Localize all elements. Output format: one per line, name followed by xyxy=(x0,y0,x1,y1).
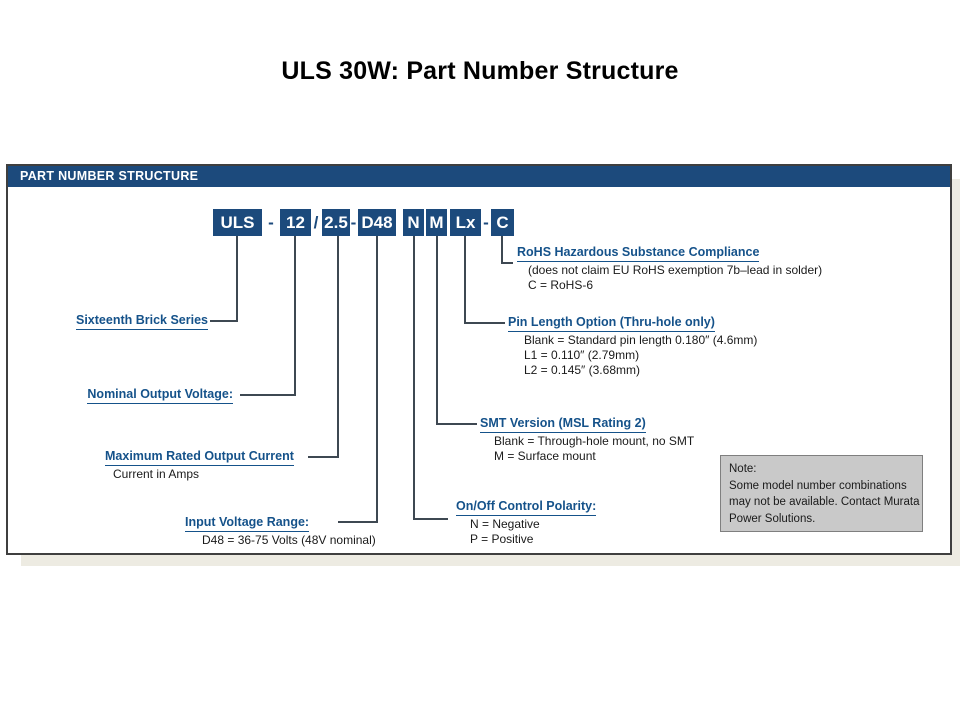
label-pin-length-option: Pin Length Option (Thru-hole only) Blank… xyxy=(508,315,757,378)
label-title: Pin Length Option (Thru-hole only) xyxy=(508,316,715,332)
connector-lines xyxy=(210,236,513,523)
part-box-input-range: D48 xyxy=(358,209,396,236)
label-smt-version: SMT Version (MSL Rating 2) Blank = Throu… xyxy=(480,416,694,464)
label-nominal-output-voltage: Nominal Output Voltage: xyxy=(87,387,233,405)
connector-series xyxy=(210,236,238,322)
connector-current xyxy=(308,236,339,458)
label-title: Maximum Rated Output Current xyxy=(105,450,294,466)
label-title: On/Off Control Polarity: xyxy=(456,500,597,516)
label-title: Nominal Output Voltage: xyxy=(87,388,233,404)
note-line: Power Solutions. xyxy=(729,512,816,525)
label-line: N = Negative xyxy=(470,517,540,531)
separator-dash-1: - xyxy=(268,213,274,232)
label-max-output-current: Maximum Rated Output Current Current in … xyxy=(105,449,294,482)
note-line: Note: xyxy=(729,463,757,475)
label-title: Sixteenth Brick Series xyxy=(75,314,208,330)
note-line: may not be available. Contact Murata xyxy=(729,496,920,508)
label-title: SMT Version (MSL Rating 2) xyxy=(480,417,646,433)
part-box-rohs: C xyxy=(491,209,514,236)
panel-header: PART NUMBER STRUCTURE xyxy=(8,166,950,187)
label-line: Blank = Standard pin length 0.180″ (4.6m… xyxy=(524,333,758,347)
note-box: Note: Some model number combinations may… xyxy=(720,455,923,532)
connector-rohs xyxy=(501,236,513,264)
label-onoff-polarity: On/Off Control Polarity: N = Negative P … xyxy=(456,499,597,547)
label-sixteenth-brick-series: Sixteenth Brick Series xyxy=(75,313,208,331)
connector-polarity xyxy=(413,236,448,520)
label-line: M = Surface mount xyxy=(494,449,596,463)
label-line: (does not claim EU RoHS exemption 7b–lea… xyxy=(528,263,823,277)
separator-dash-3: - xyxy=(483,213,489,232)
part-box-voltage: 12 xyxy=(280,209,311,236)
part-box-current: 2.5 xyxy=(322,209,350,236)
label-title: RoHS Hazardous Substance Compliance xyxy=(517,246,760,262)
label-line: Current in Amps xyxy=(113,467,200,481)
connector-input-range xyxy=(338,236,378,523)
connector-voltage xyxy=(240,236,296,396)
label-input-voltage-range: Input Voltage Range: D48 = 36-75 Volts (… xyxy=(185,515,376,548)
part-box-pin-length: Lx xyxy=(450,209,481,236)
label-title: Input Voltage Range: xyxy=(185,516,310,532)
part-box-smt: M xyxy=(426,209,447,236)
part-box-series: ULS xyxy=(213,209,262,236)
label-rohs-compliance: RoHS Hazardous Substance Compliance (doe… xyxy=(517,245,822,293)
separator-slash: / xyxy=(313,213,319,232)
label-line: L1 = 0.110″ (2.79mm) xyxy=(524,348,640,362)
label-line: P = Positive xyxy=(470,532,534,546)
part-box-polarity: N xyxy=(403,209,424,236)
connector-smt xyxy=(436,236,477,425)
note-line: Some model number combinations xyxy=(729,479,907,492)
connector-pin-length xyxy=(464,236,505,324)
label-line: L2 = 0.145″ (3.68mm) xyxy=(524,363,640,377)
label-line: D48 = 36-75 Volts (48V nominal) xyxy=(202,533,376,547)
label-line: C = RoHS-6 xyxy=(528,278,594,292)
page-title: ULS 30W: Part Number Structure xyxy=(281,57,679,85)
separator-dash-2: - xyxy=(350,213,357,232)
label-line: Blank = Through-hole mount, no SMT xyxy=(494,434,695,448)
part-number-structure-panel: PART NUMBER STRUCTURE ULS - 12 / 2.5 - D… xyxy=(6,164,952,555)
